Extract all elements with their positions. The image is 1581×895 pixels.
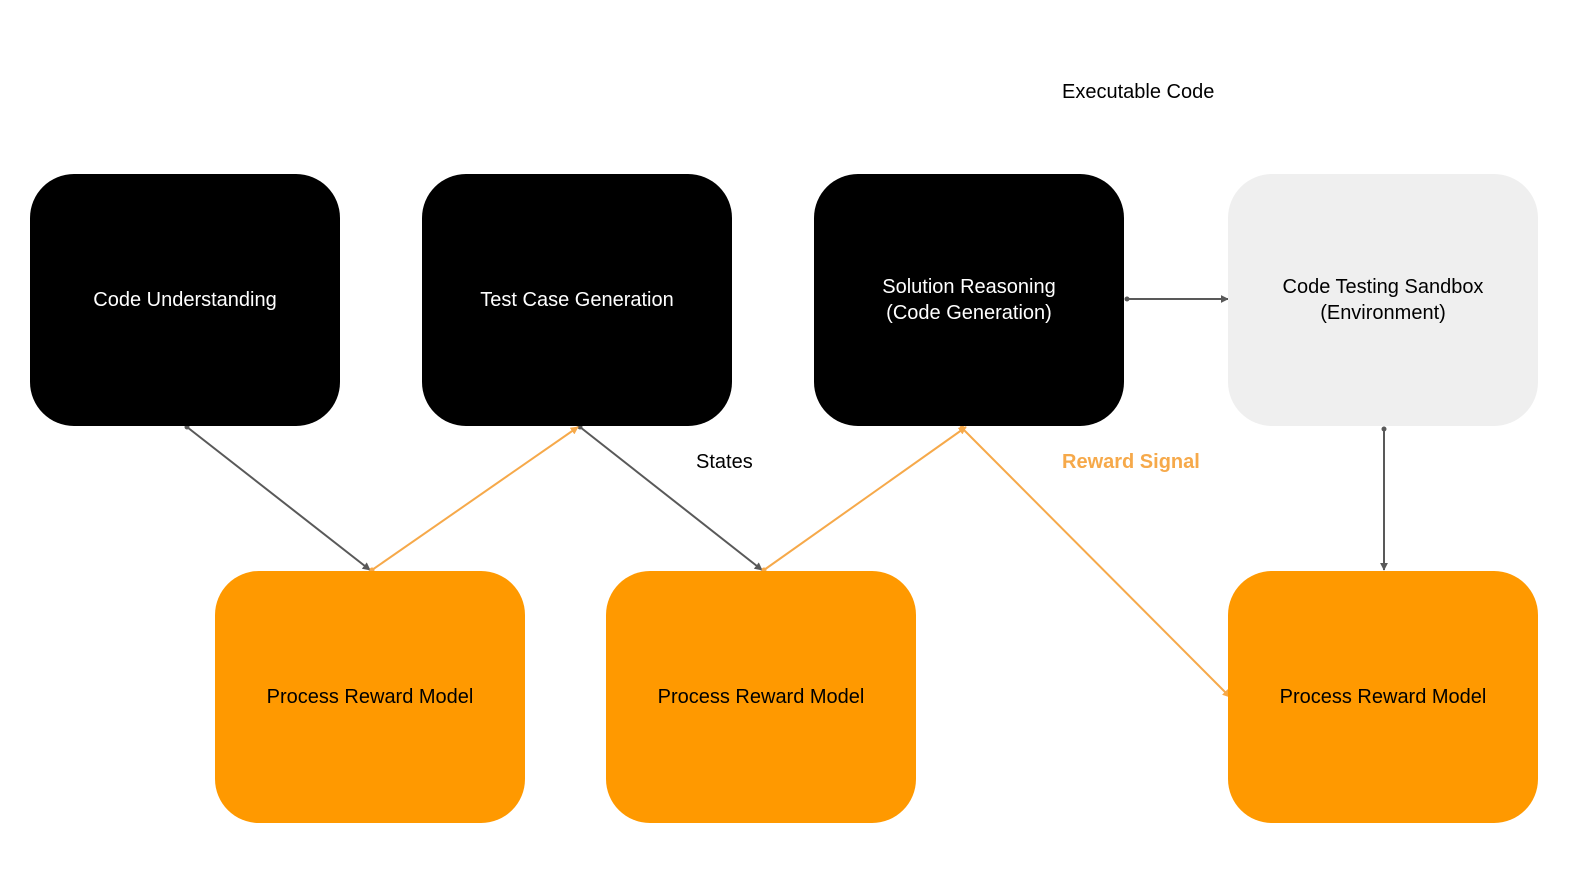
code-testing-sandbox-node: Code Testing Sandbox (Environment)	[1228, 174, 1538, 426]
prm-2-text: Process Reward Model	[657, 686, 865, 708]
sandbox-line-1: Code Testing Sandbox	[1282, 276, 1484, 298]
state-arrow-understanding-to-prm1	[184, 424, 371, 571]
solution-reasoning-node: Solution Reasoning (Code Generation)	[814, 174, 1124, 426]
states-label: States	[696, 451, 753, 473]
process-reward-model-node-1: Process Reward Model	[215, 571, 525, 823]
process-reward-model-node-2: Process Reward Model	[606, 571, 916, 823]
test-case-generation-text: Test Case Generation	[480, 289, 674, 311]
reward-arrow-prm1-to-testcase	[369, 426, 579, 573]
solution-reasoning-line-1: Solution Reasoning	[882, 276, 1056, 298]
reward-signal-label: Reward Signal	[1062, 451, 1200, 473]
process-reward-model-node-3: Process Reward Model	[1228, 571, 1538, 823]
reward-arrow-prm2-to-solution	[761, 426, 967, 573]
code-understanding-node: Code Understanding	[30, 174, 340, 426]
sandbox-line-2: (Environment)	[1320, 302, 1446, 324]
executable-code-label: Executable Code	[1062, 81, 1215, 103]
prm-1-text: Process Reward Model	[266, 686, 474, 708]
prm-3-text: Process Reward Model	[1279, 686, 1487, 708]
state-arrow-testcase-to-prm2	[577, 424, 763, 571]
reward-arrow-solution-to-prm3	[959, 425, 1231, 698]
code-understanding-text: Code Understanding	[93, 289, 277, 311]
solution-reasoning-line-2: (Code Generation)	[886, 302, 1052, 324]
test-case-generation-node: Test Case Generation	[422, 174, 732, 426]
